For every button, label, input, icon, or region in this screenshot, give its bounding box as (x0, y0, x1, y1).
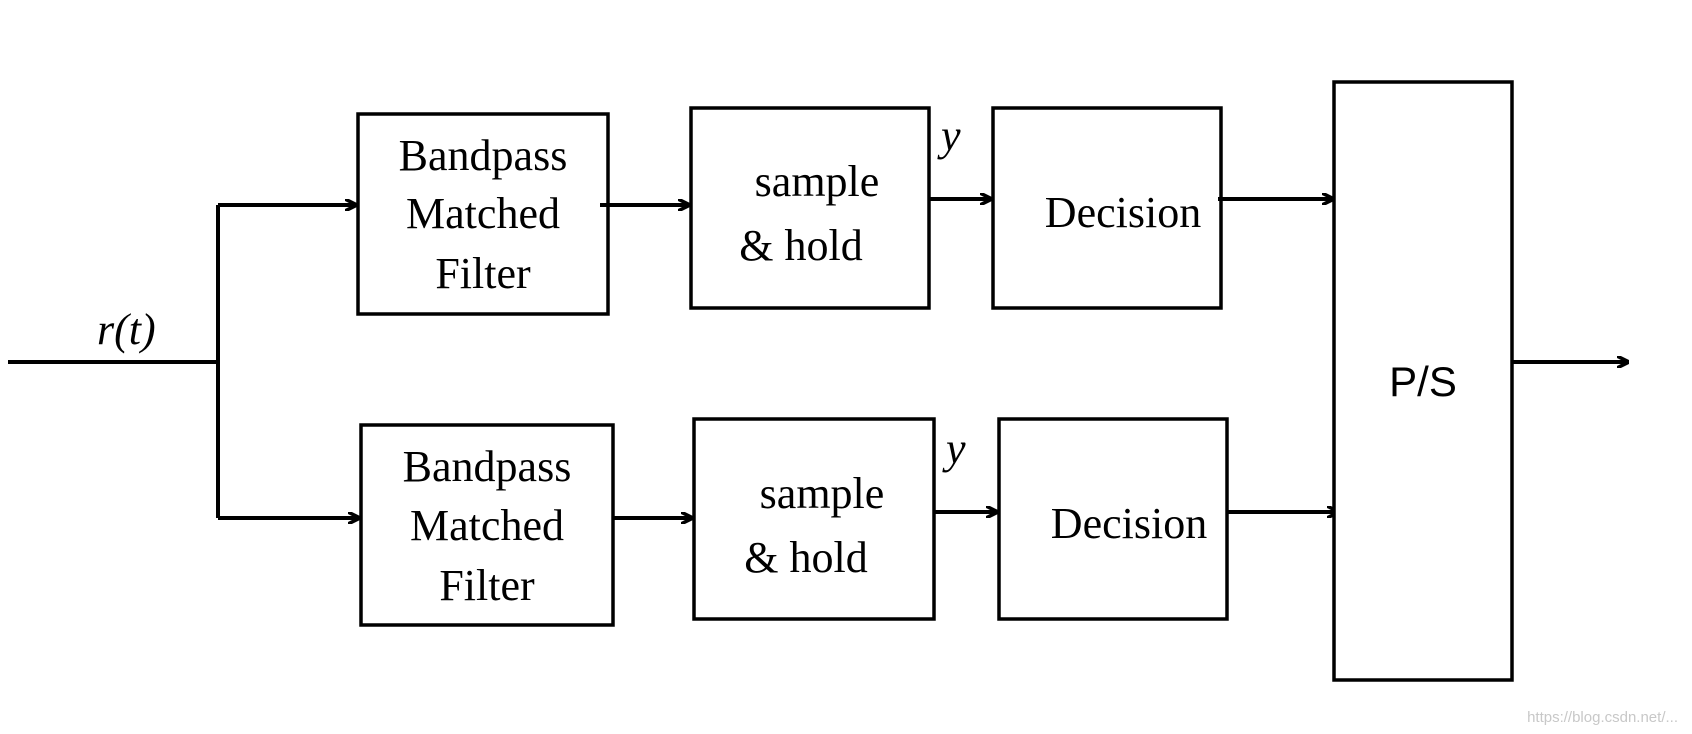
branch1-filter-line3: Filter (435, 249, 531, 298)
ps-converter-box (1332, 80, 1514, 682)
branch1-filter-line2: Matched (406, 189, 560, 238)
branch2-decision-label: Decision (1051, 499, 1207, 548)
branch1-sample-line2: & hold (739, 221, 862, 270)
input-signal-label: r(t) (97, 305, 156, 354)
branch1-sample-box (689, 106, 931, 310)
branch1-decision-label: Decision (1045, 188, 1201, 237)
branch2-y-label: y (942, 424, 966, 473)
branch2-sample-box (692, 417, 936, 621)
branch2-sample-line1: sample (760, 469, 885, 518)
branch1-filter-line1: Bandpass (399, 131, 568, 180)
branch2-filter-box (359, 423, 615, 627)
branch2-filter-line3: Filter (439, 561, 535, 610)
branch2-decision-box (997, 417, 1229, 621)
branch1-decision-box (991, 106, 1223, 310)
branch1-sample-line1: sample (755, 157, 880, 206)
branch1-filter-box (356, 112, 610, 316)
branch2-filter-line1: Bandpass (403, 442, 572, 491)
branch1-y-label: y (937, 111, 961, 160)
watermark-text: https://blog.csdn.net/... (1527, 709, 1678, 726)
branch2-filter-line2: Matched (410, 501, 564, 550)
branch2-sample-line2: & hold (744, 533, 867, 582)
ps-converter-label: P/S (1389, 358, 1457, 405)
